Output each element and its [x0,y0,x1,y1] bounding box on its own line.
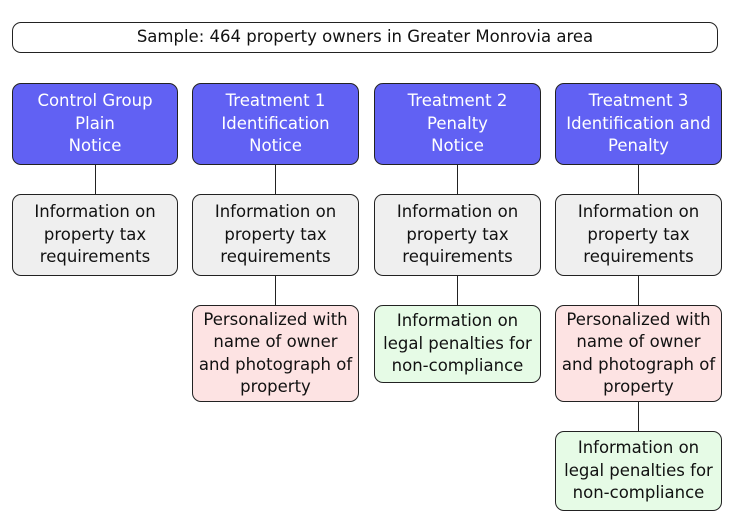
treatment-3-personalized-box: Personalized with name of owner and phot… [555,305,722,402]
personalized-line: name of owner [576,332,701,351]
treatment-1-line2: Identification [221,113,330,133]
treatment-1-line3: Notice [249,136,302,156]
penalty-line: Information on [577,438,700,458]
info-line: requirements [220,247,331,267]
control-group-line3: Notice [68,136,122,156]
treatment-1-title: Treatment 1 [225,91,326,111]
treatment-2-info-box: Information on property tax requirements [374,194,541,276]
penalty-line: Information on [396,311,519,331]
connector [457,165,458,194]
connector [275,165,276,194]
control-group-title: Control Group [37,91,153,111]
info-line: requirements [39,247,151,267]
sample-header: Sample: 464 property owners in Greater M… [12,22,718,53]
penalty-line: non-compliance [391,356,524,376]
sample-header-text: Sample: 464 property owners in Greater M… [136,27,594,47]
personalized-line: property [603,377,674,396]
treatment-2-line3: Notice [431,136,484,156]
treatment-3-info-box: Information on property tax requirements [555,194,722,276]
connector [275,276,276,305]
personalized-line: name of owner [213,332,338,351]
treatment-1-box: Treatment 1 Identification Notice [192,83,359,165]
info-line: Information on [214,202,337,222]
connector [95,165,96,194]
info-line: Information on [577,202,700,222]
treatment-2-box: Treatment 2 Penalty Notice [374,83,541,165]
connector [457,276,458,305]
treatment-3-box: Treatment 3 Identification and Penalty [555,83,722,165]
treatment-1-info-box: Information on property tax requirements [192,194,359,276]
info-line: property tax [587,224,690,244]
personalized-line: property [240,377,311,396]
penalty-line: non-compliance [572,483,705,503]
info-line: property tax [43,224,147,244]
info-line: Information on [396,202,519,222]
treatment-3-line2: Identification and [566,113,711,133]
treatment-2-penalty-box: Information on legal penalties for non-c… [374,305,541,383]
control-group-line2: Plain [75,113,115,133]
treatment-1-personalized-box: Personalized with name of owner and phot… [192,305,359,402]
penalty-line: legal penalties for [383,333,532,353]
info-line: requirements [402,247,513,267]
treatment-2-title: Treatment 2 [407,91,508,111]
info-line: Information on [34,202,156,222]
personalized-line: and photograph of [561,354,716,374]
treatment-3-penalty-box: Information on legal penalties for non-c… [555,431,722,511]
connector [638,402,639,431]
personalized-line: Personalized with [566,309,711,329]
info-line: property tax [406,224,509,244]
penalty-line: legal penalties for [564,460,713,480]
info-line: property tax [224,224,327,244]
control-group-box: Control Group Plain Notice [12,83,178,165]
treatment-2-line2: Penalty [427,113,488,133]
connector [638,165,639,194]
info-line: requirements [583,247,694,267]
connector [638,276,639,305]
control-info-box: Information on property tax requirements [12,194,178,276]
personalized-line: and photograph of [198,354,353,374]
personalized-line: Personalized with [203,309,348,329]
treatment-3-title: Treatment 3 [588,91,689,111]
treatment-3-line3: Penalty [608,136,669,156]
